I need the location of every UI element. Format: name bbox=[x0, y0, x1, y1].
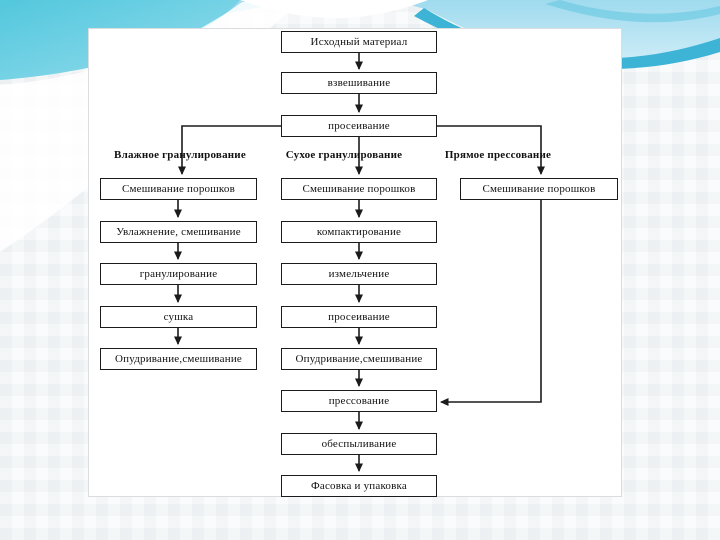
flow-box-sieving-2: просеивание bbox=[281, 306, 437, 328]
flow-box-weighing: взвешивание bbox=[281, 72, 437, 94]
flow-box-dry-mixing-powders: Смешивание порошков bbox=[281, 178, 437, 200]
branch-heading-direct-pressing: Прямое прессование bbox=[444, 148, 552, 161]
flow-box-packing: Фасовка и упаковка bbox=[281, 475, 437, 497]
flow-box-compacting: компактирование bbox=[281, 221, 437, 243]
flow-box-milling: измельчение bbox=[281, 263, 437, 285]
flow-box-wet-mixing-powders: Смешивание порошков bbox=[100, 178, 257, 200]
flow-box-wet-dusting-mixing: Опудривание,смешивание bbox=[100, 348, 257, 370]
flow-box-sieving: просеивание bbox=[281, 115, 437, 137]
flow-box-pressing: прессование bbox=[281, 390, 437, 412]
flow-box-direct-mixing-powders: Смешивание порошков bbox=[460, 178, 618, 200]
flow-box-moistening-mixing: Увлажнение, смешивание bbox=[100, 221, 257, 243]
flow-box-source-material: Исходный материал bbox=[281, 31, 437, 53]
flow-box-dedusting: обеспыливание bbox=[281, 433, 437, 455]
teal-thin-stripe-shape bbox=[545, 0, 720, 23]
flow-box-granulation: гранулирование bbox=[100, 263, 257, 285]
flow-box-dry-dusting-mixing: Опудривание,смешивание bbox=[281, 348, 437, 370]
flow-box-drying: сушка bbox=[100, 306, 257, 328]
branch-heading-wet-granulation: Влажное гранулирование bbox=[114, 148, 246, 161]
branch-heading-dry-granulation: Сухое гранулирование bbox=[285, 148, 403, 161]
